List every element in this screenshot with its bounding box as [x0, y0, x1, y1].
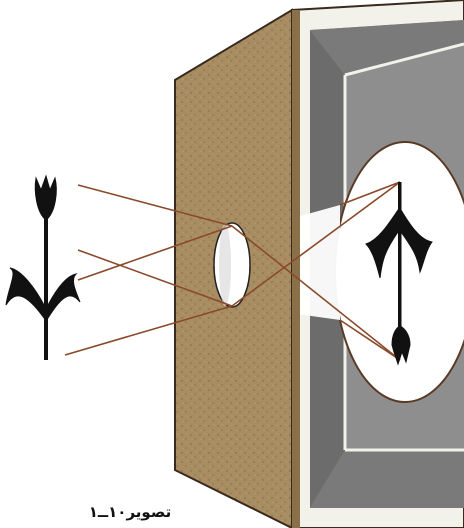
pinhole-rim: [219, 224, 231, 306]
figure-caption: تصویر۱۰ــ۱: [70, 500, 190, 524]
tulip-object-icon: [6, 176, 80, 360]
front-panel-edge: [292, 10, 300, 528]
